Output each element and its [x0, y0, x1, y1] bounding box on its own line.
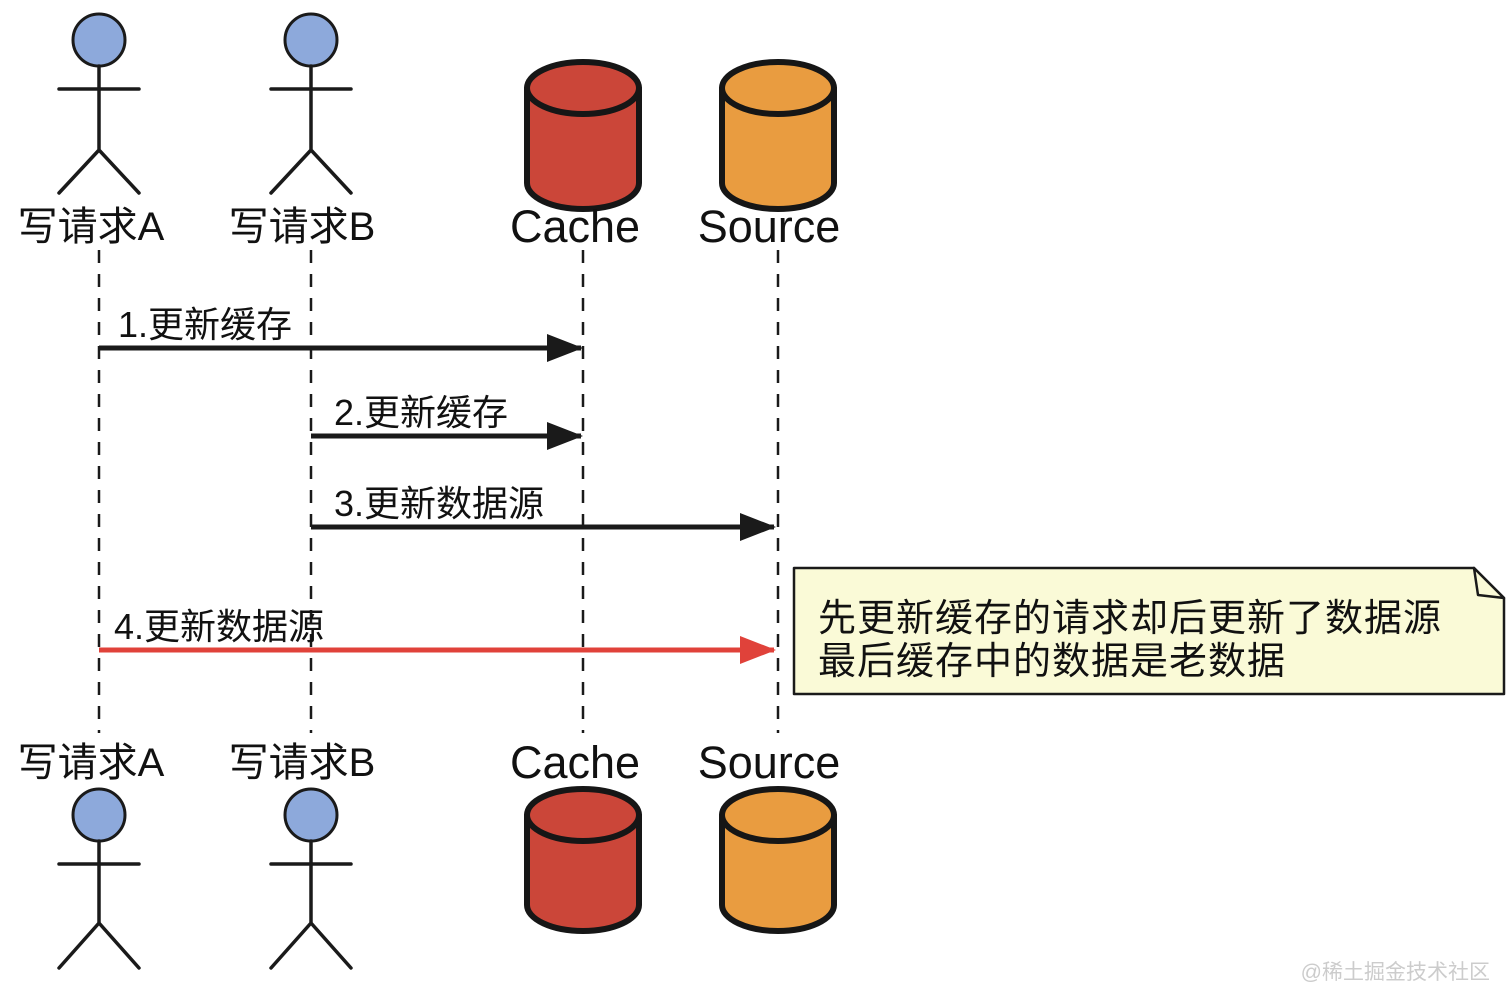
message-4-label: 4.更新数据源 [114, 606, 324, 647]
actor-body-icon [269, 64, 353, 195]
note-line-2: 最后缓存中的数据是老数据 [818, 641, 1286, 683]
source-label-top: Source [698, 201, 841, 252]
actor-head-icon [283, 12, 339, 68]
actor-body-icon [57, 64, 141, 195]
source-database-icon-top: Source [698, 59, 841, 252]
cylinder-body [719, 812, 837, 934]
message-3-label: 3.更新数据源 [334, 483, 544, 524]
cylinder-body [524, 812, 642, 934]
cache-database-icon-top: Cache [510, 59, 642, 252]
cylinder-body [524, 85, 642, 212]
message-3-update-source: 3.更新数据源 [311, 483, 776, 541]
actor-a-label-bottom: 写请求A [18, 741, 165, 785]
cache-label-top: Cache [510, 201, 640, 252]
message-1-label: 1.更新缓存 [118, 304, 292, 345]
note-fold-icon [1472, 566, 1506, 600]
message-2-label: 2.更新缓存 [334, 392, 508, 433]
message-4-update-source: 4.更新数据源 [99, 606, 776, 664]
actor-write-a-bottom: 写请求A [18, 741, 165, 970]
actor-head-icon [283, 787, 339, 843]
note-box: 先更新缓存的请求却后更新了数据源 最后缓存中的数据是老数据 [792, 566, 1506, 696]
note-background [792, 566, 1506, 696]
cache-database-icon-bottom: Cache [510, 737, 642, 934]
cylinder-top [524, 59, 642, 117]
actor-head-icon [71, 12, 127, 68]
cylinder-top [719, 786, 837, 844]
message-1-update-cache: 1.更新缓存 [99, 304, 583, 362]
actor-write-b-top: 写请求B [229, 12, 376, 249]
actor-head-icon [71, 787, 127, 843]
cache-label-bottom: Cache [510, 737, 640, 788]
actor-write-b-bottom: 写请求B [229, 741, 376, 970]
source-database-icon-bottom: Source [698, 737, 841, 934]
source-label-bottom: Source [698, 737, 841, 788]
actor-write-a-top: 写请求A [18, 12, 165, 249]
note-line-1: 先更新缓存的请求却后更新了数据源 [818, 598, 1442, 640]
actor-body-icon [57, 839, 141, 970]
actor-b-label-top: 写请求B [229, 205, 376, 249]
cylinder-body [719, 85, 837, 212]
message-2-update-cache: 2.更新缓存 [311, 392, 583, 450]
actor-b-label-bottom: 写请求B [229, 741, 376, 785]
watermark-text: @稀土掘金技术社区 [1301, 961, 1490, 984]
lifelines [97, 250, 780, 733]
cylinder-top [719, 59, 837, 117]
actor-body-icon [269, 839, 353, 970]
actor-a-label-top: 写请求A [18, 205, 165, 249]
cylinder-top [524, 786, 642, 844]
